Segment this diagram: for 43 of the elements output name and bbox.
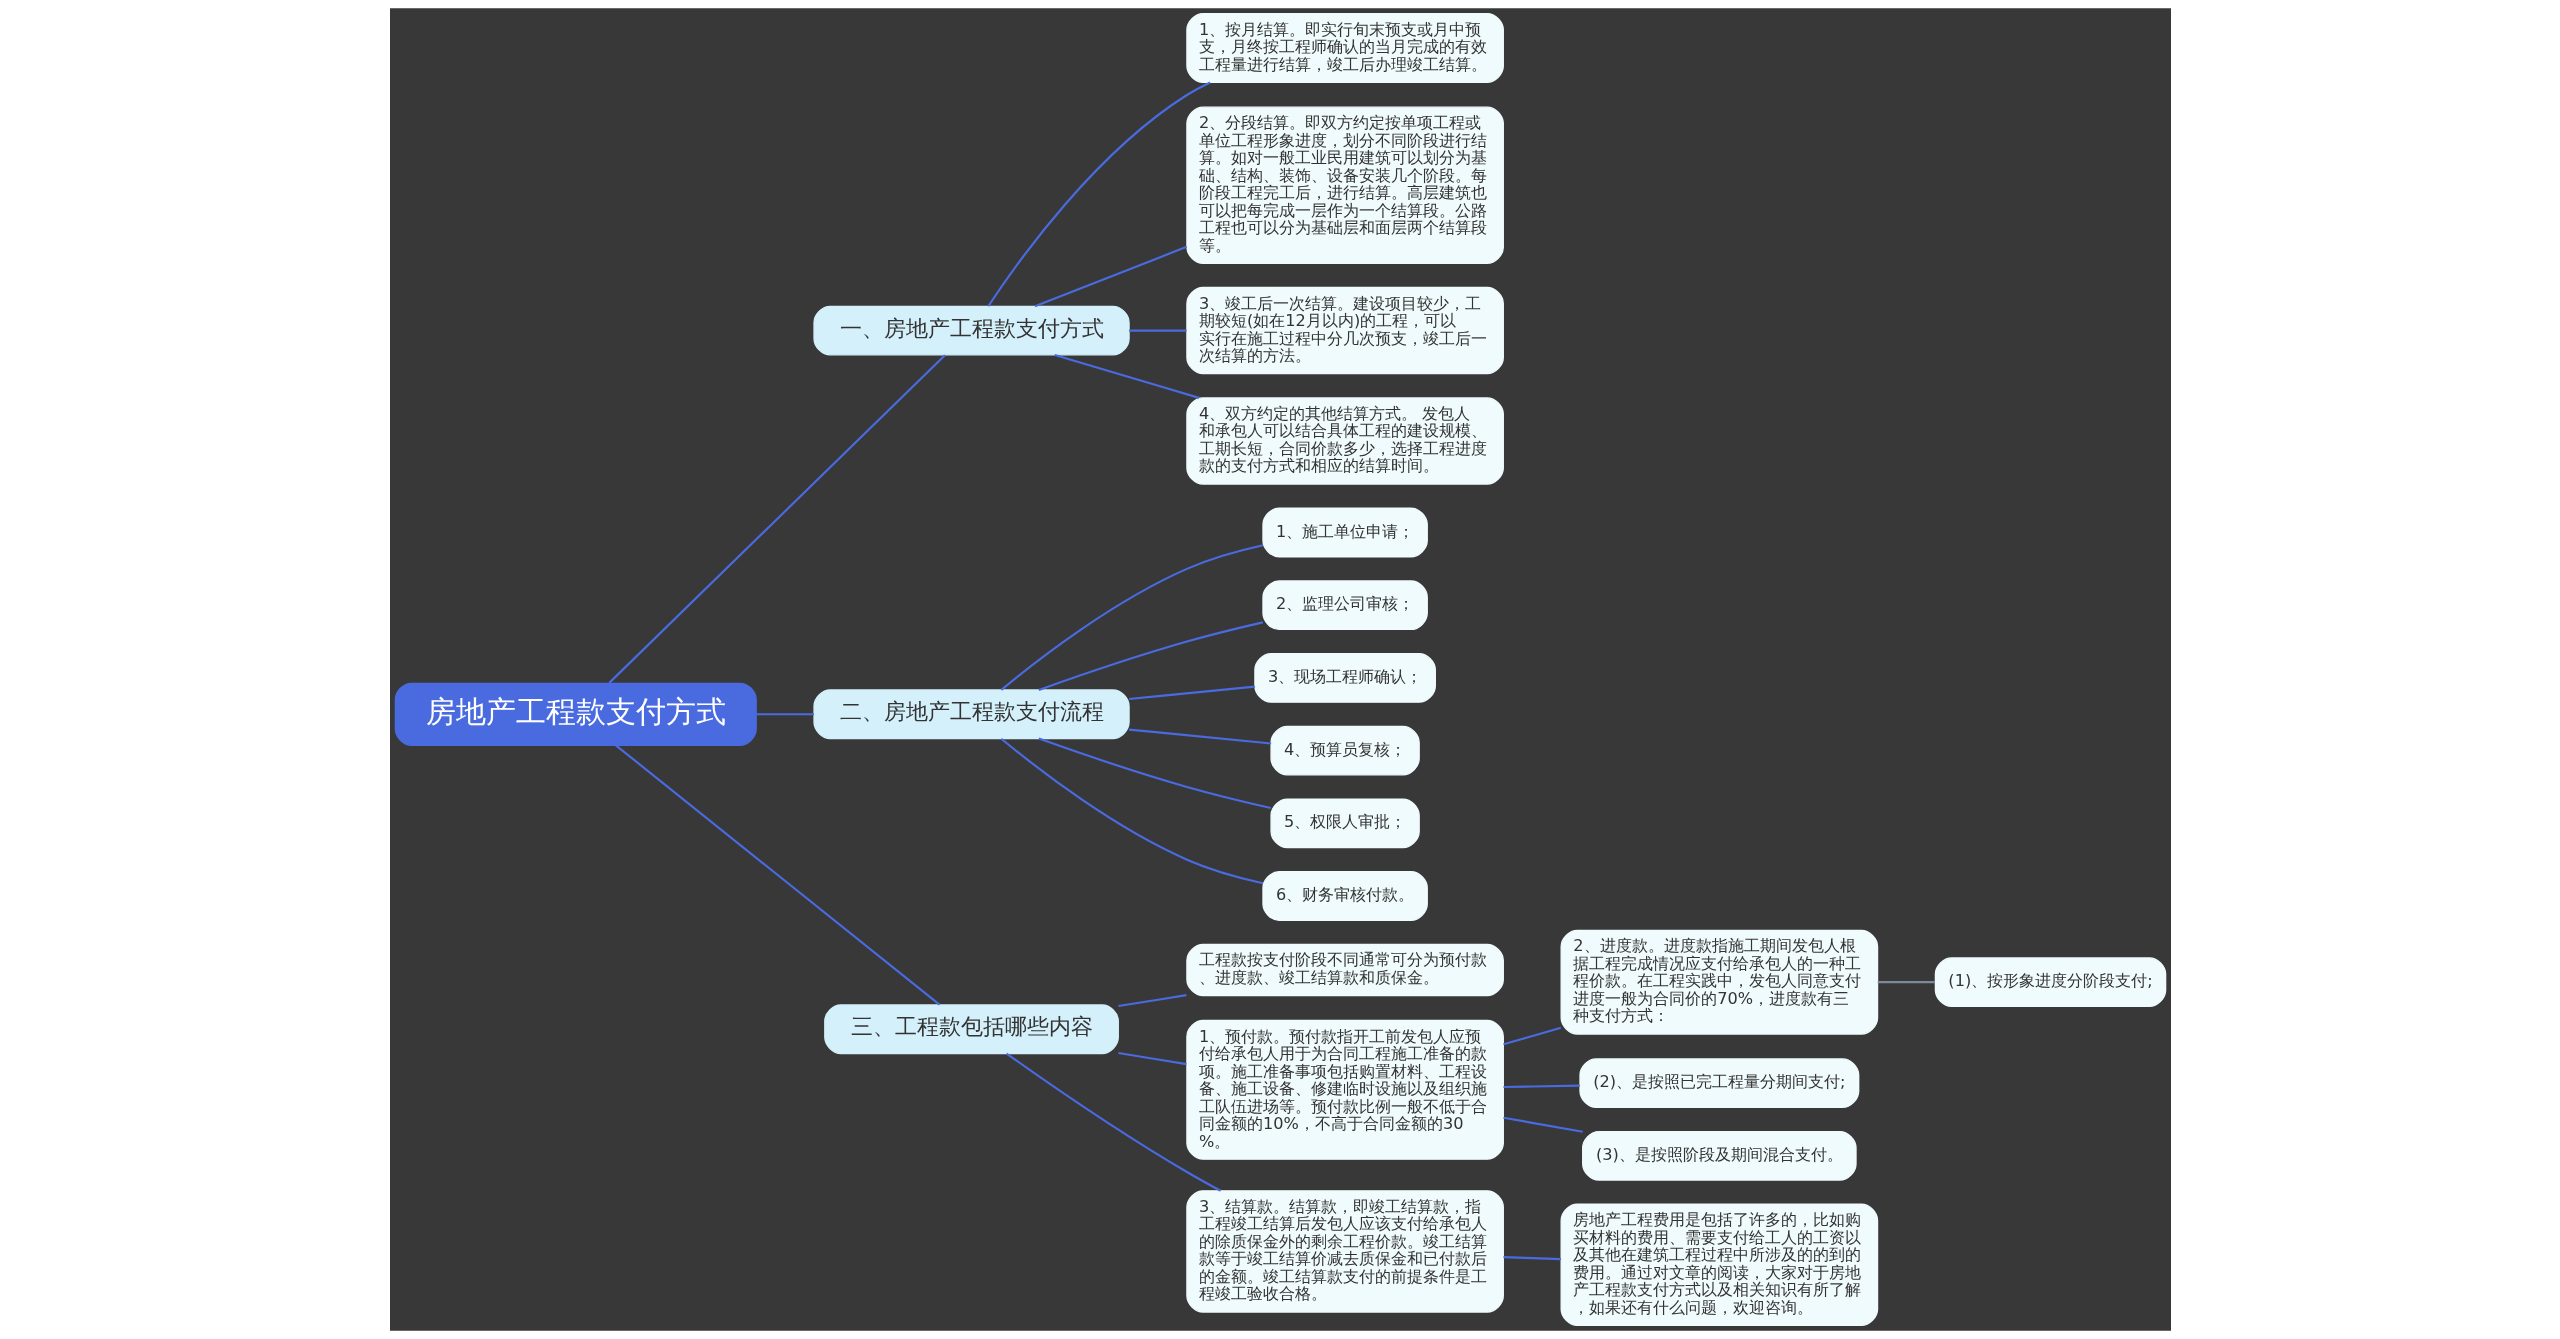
connector xyxy=(1053,353,1199,399)
connector xyxy=(1117,1051,1187,1066)
connector xyxy=(1128,685,1255,701)
node-box: 1、按月结算。即实行旬末预支或月中预支，月终按工程师确认的当月完成的有效工程量进行结算，竣工后办理竣工结算。 xyxy=(1185,12,1504,83)
node-box: 2、监理公司审核； xyxy=(1261,580,1428,631)
node-box: 房地产工程费用是包括了许多的，比如购买材料的费用、需要支付给工人的工资以及其他在建筑工程过程中所涉及的的到的费用。通过对文章的阅读，大家对于房地产工程款支付方式以及相关知识有所了解，如果还有什么问题，欢迎咨询。 xyxy=(1560,1203,1878,1327)
node-box: (3)、是按照阶段及期间混合支付。 xyxy=(1581,1130,1857,1181)
node-box: (2)、是按照已完工程量分期间支付; xyxy=(1578,1058,1859,1109)
node-box: 3、竣工后一次结算。建设项目较少，工期较短(如在12月以内)的工程，可以实行在施工过程中分几次预支，竣工后一次结算的方法。 xyxy=(1185,286,1504,375)
node-box: 6、财务审核付款。 xyxy=(1261,871,1428,921)
connector xyxy=(755,713,814,716)
connector xyxy=(1000,544,1263,691)
node-box: 3、现场工程师确认； xyxy=(1253,653,1436,703)
node-box: 工程款按支付阶段不同通常可分为预付款、进度款、竣工结算款和质保金。 xyxy=(1185,943,1504,997)
node-box: 二、房地产工程款支付流程 xyxy=(812,689,1130,740)
connector xyxy=(1117,994,1187,1008)
connector xyxy=(1038,737,1271,809)
node-box: 3、结算款。结算款，即竣工结算款，指工程竣工结算后发包人应该支付给承包人的除质保金外的剩余工程价款。竣工结算款等于竣工结算价减去质保金和已付款后的金额。竣工结算款支付的前提条件是工程竣工验收合格。 xyxy=(1185,1190,1504,1313)
node-box: 2、进度款。进度款指施工期间发包人根据工程完成情况应支付给承包人的一种工程价款。在工程实践中，发包人同意支付进度一般为合同价的70%，进度款有三种支付方式： xyxy=(1560,929,1878,1035)
connector xyxy=(608,354,946,684)
connector xyxy=(1502,1116,1583,1133)
connector xyxy=(1502,1026,1561,1046)
node-box: 5、权限人审批； xyxy=(1269,798,1420,849)
connector xyxy=(1877,981,1935,984)
connector xyxy=(986,81,1211,307)
connector xyxy=(1128,329,1187,332)
connector xyxy=(1502,1084,1580,1089)
node-box: 2、分段结算。即双方约定按单项工程或单位工程形象进度，划分不同阶段进行结算。如对一般工业民用建筑可以划分为基础、结构、装饰、设备安装几个阶段。每阶段工程完工后，进行结算。高层建筑也可以把每完成一层作为一个结算段。公路工程也可以分为基础层和面层两个结算段等。 xyxy=(1185,106,1504,264)
node-box: 一、房地产工程款支付方式 xyxy=(812,305,1130,356)
node-box: 4、预算员复核； xyxy=(1269,725,1420,776)
connector xyxy=(1038,621,1263,691)
connector xyxy=(1005,1052,1221,1192)
node-box: 1、施工单位申请； xyxy=(1261,507,1428,558)
connector xyxy=(1034,245,1187,308)
connector xyxy=(1128,728,1271,745)
connector xyxy=(614,744,940,1006)
node-box: 房地产工程款支付方式 xyxy=(394,682,757,746)
node-box: (1)、按形象进度分阶段支付; xyxy=(1934,957,2166,1008)
node-box: 1、预付款。预付款指开工前发包人应预付给承包人用于为合同工程施工准备的款项。施工准备事项包括购置材料、工程设备、施工设备、修建临时设施以及组织施工队伍进场等。预付款比例一般不低于合同金额的10%，不高于合同金额的30%。 xyxy=(1185,1019,1504,1160)
node-box: 三、工程款包括哪些内容 xyxy=(823,1004,1119,1055)
connector xyxy=(1502,1256,1561,1261)
node-box: 4、双方约定的其他结算方式。 发包人和承包人可以结合具体工程的建设规模、工期长短，合同价款多少，选择工程进度款的支付方式和相应的结算时间。 xyxy=(1185,397,1504,485)
connector xyxy=(1000,737,1263,885)
